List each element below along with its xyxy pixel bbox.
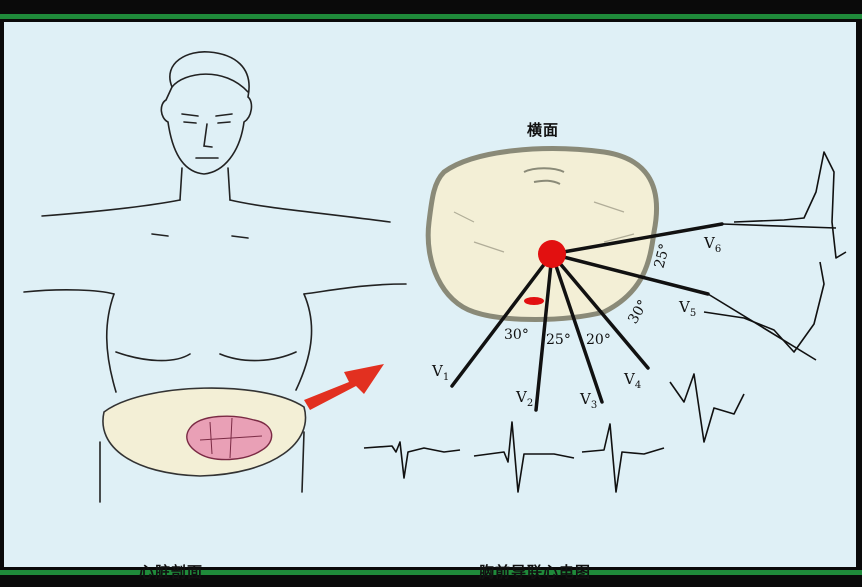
ray-v5: [550, 252, 710, 296]
lead-rays: [450, 222, 724, 412]
right-hip: [301, 431, 305, 493]
head-outline: [160, 51, 253, 175]
human-figure: [23, 51, 407, 503]
ray-v1: [450, 252, 554, 388]
left-shoulder: [41, 199, 181, 217]
section-texture: [453, 201, 635, 253]
lead-label-v6: V6: [704, 234, 722, 255]
ray-v2: [534, 252, 554, 412]
neck-left: [179, 167, 183, 201]
ecg-v1: [363, 441, 461, 479]
clavicle-left: [151, 233, 169, 237]
diagram-canvas: [23, 51, 847, 503]
heart-center-dot: [538, 240, 566, 268]
ecg-traces: [363, 151, 847, 493]
bottom-border-line: [0, 570, 862, 575]
diagram-panel: 横面 心脏剖面 胸前导联心电图 V1 V2 V3 V4 V5 V6 30° 25…: [4, 22, 856, 581]
small-red-mark: [524, 297, 544, 305]
angle-v2-v3: 25°: [546, 332, 571, 348]
ecg-v2: [473, 421, 575, 493]
lead-label-v3: V3: [580, 390, 598, 411]
ecg-v3: [581, 423, 665, 493]
right-pec: [219, 351, 297, 362]
chest-leads-caption: 胸前导联心电图: [479, 563, 592, 581]
top-border-line: [0, 14, 862, 19]
spine-detail: [523, 167, 565, 185]
left-eye: [183, 121, 197, 124]
hair-line: [171, 73, 249, 93]
left-eyebrow: [181, 113, 199, 117]
torso-cross-section: [102, 387, 307, 477]
right-eye: [217, 121, 231, 124]
lead-label-v5: V5: [679, 298, 697, 319]
heart-section-caption: 心脏剖面: [139, 563, 204, 581]
right-eyebrow: [215, 113, 233, 117]
left-arm-line: [23, 289, 115, 295]
right-torso-side: [295, 293, 313, 391]
neck-right: [227, 167, 231, 201]
transverse-section: [425, 146, 724, 412]
ray-v4: [550, 252, 650, 370]
ecg-v5-ray-ext: [707, 293, 817, 361]
left-torso-side: [105, 293, 117, 393]
ray-v3: [550, 252, 604, 404]
nose: [203, 123, 213, 148]
right-arm-line: [303, 283, 407, 295]
lead-label-v2: V2: [516, 388, 534, 409]
direction-arrow: [304, 364, 384, 410]
chest-outline: [425, 146, 660, 322]
ecg-v6-ray-ext: [721, 223, 837, 229]
angle-v3-v4: 20°: [586, 332, 611, 348]
left-pec: [115, 351, 191, 362]
transverse-caption: 横面: [527, 121, 560, 139]
ecg-v6: [733, 151, 847, 259]
right-shoulder: [229, 199, 391, 223]
heart-section-lines: [199, 417, 263, 459]
angle-v1-v2: 30°: [504, 327, 529, 343]
clavicle-right: [231, 235, 249, 239]
lead-label-v1: V1: [432, 362, 450, 383]
lead-label-v4: V4: [624, 370, 642, 391]
ecg-v5: [703, 261, 825, 353]
ecg-v4: [669, 373, 745, 443]
ray-v6: [550, 222, 724, 256]
